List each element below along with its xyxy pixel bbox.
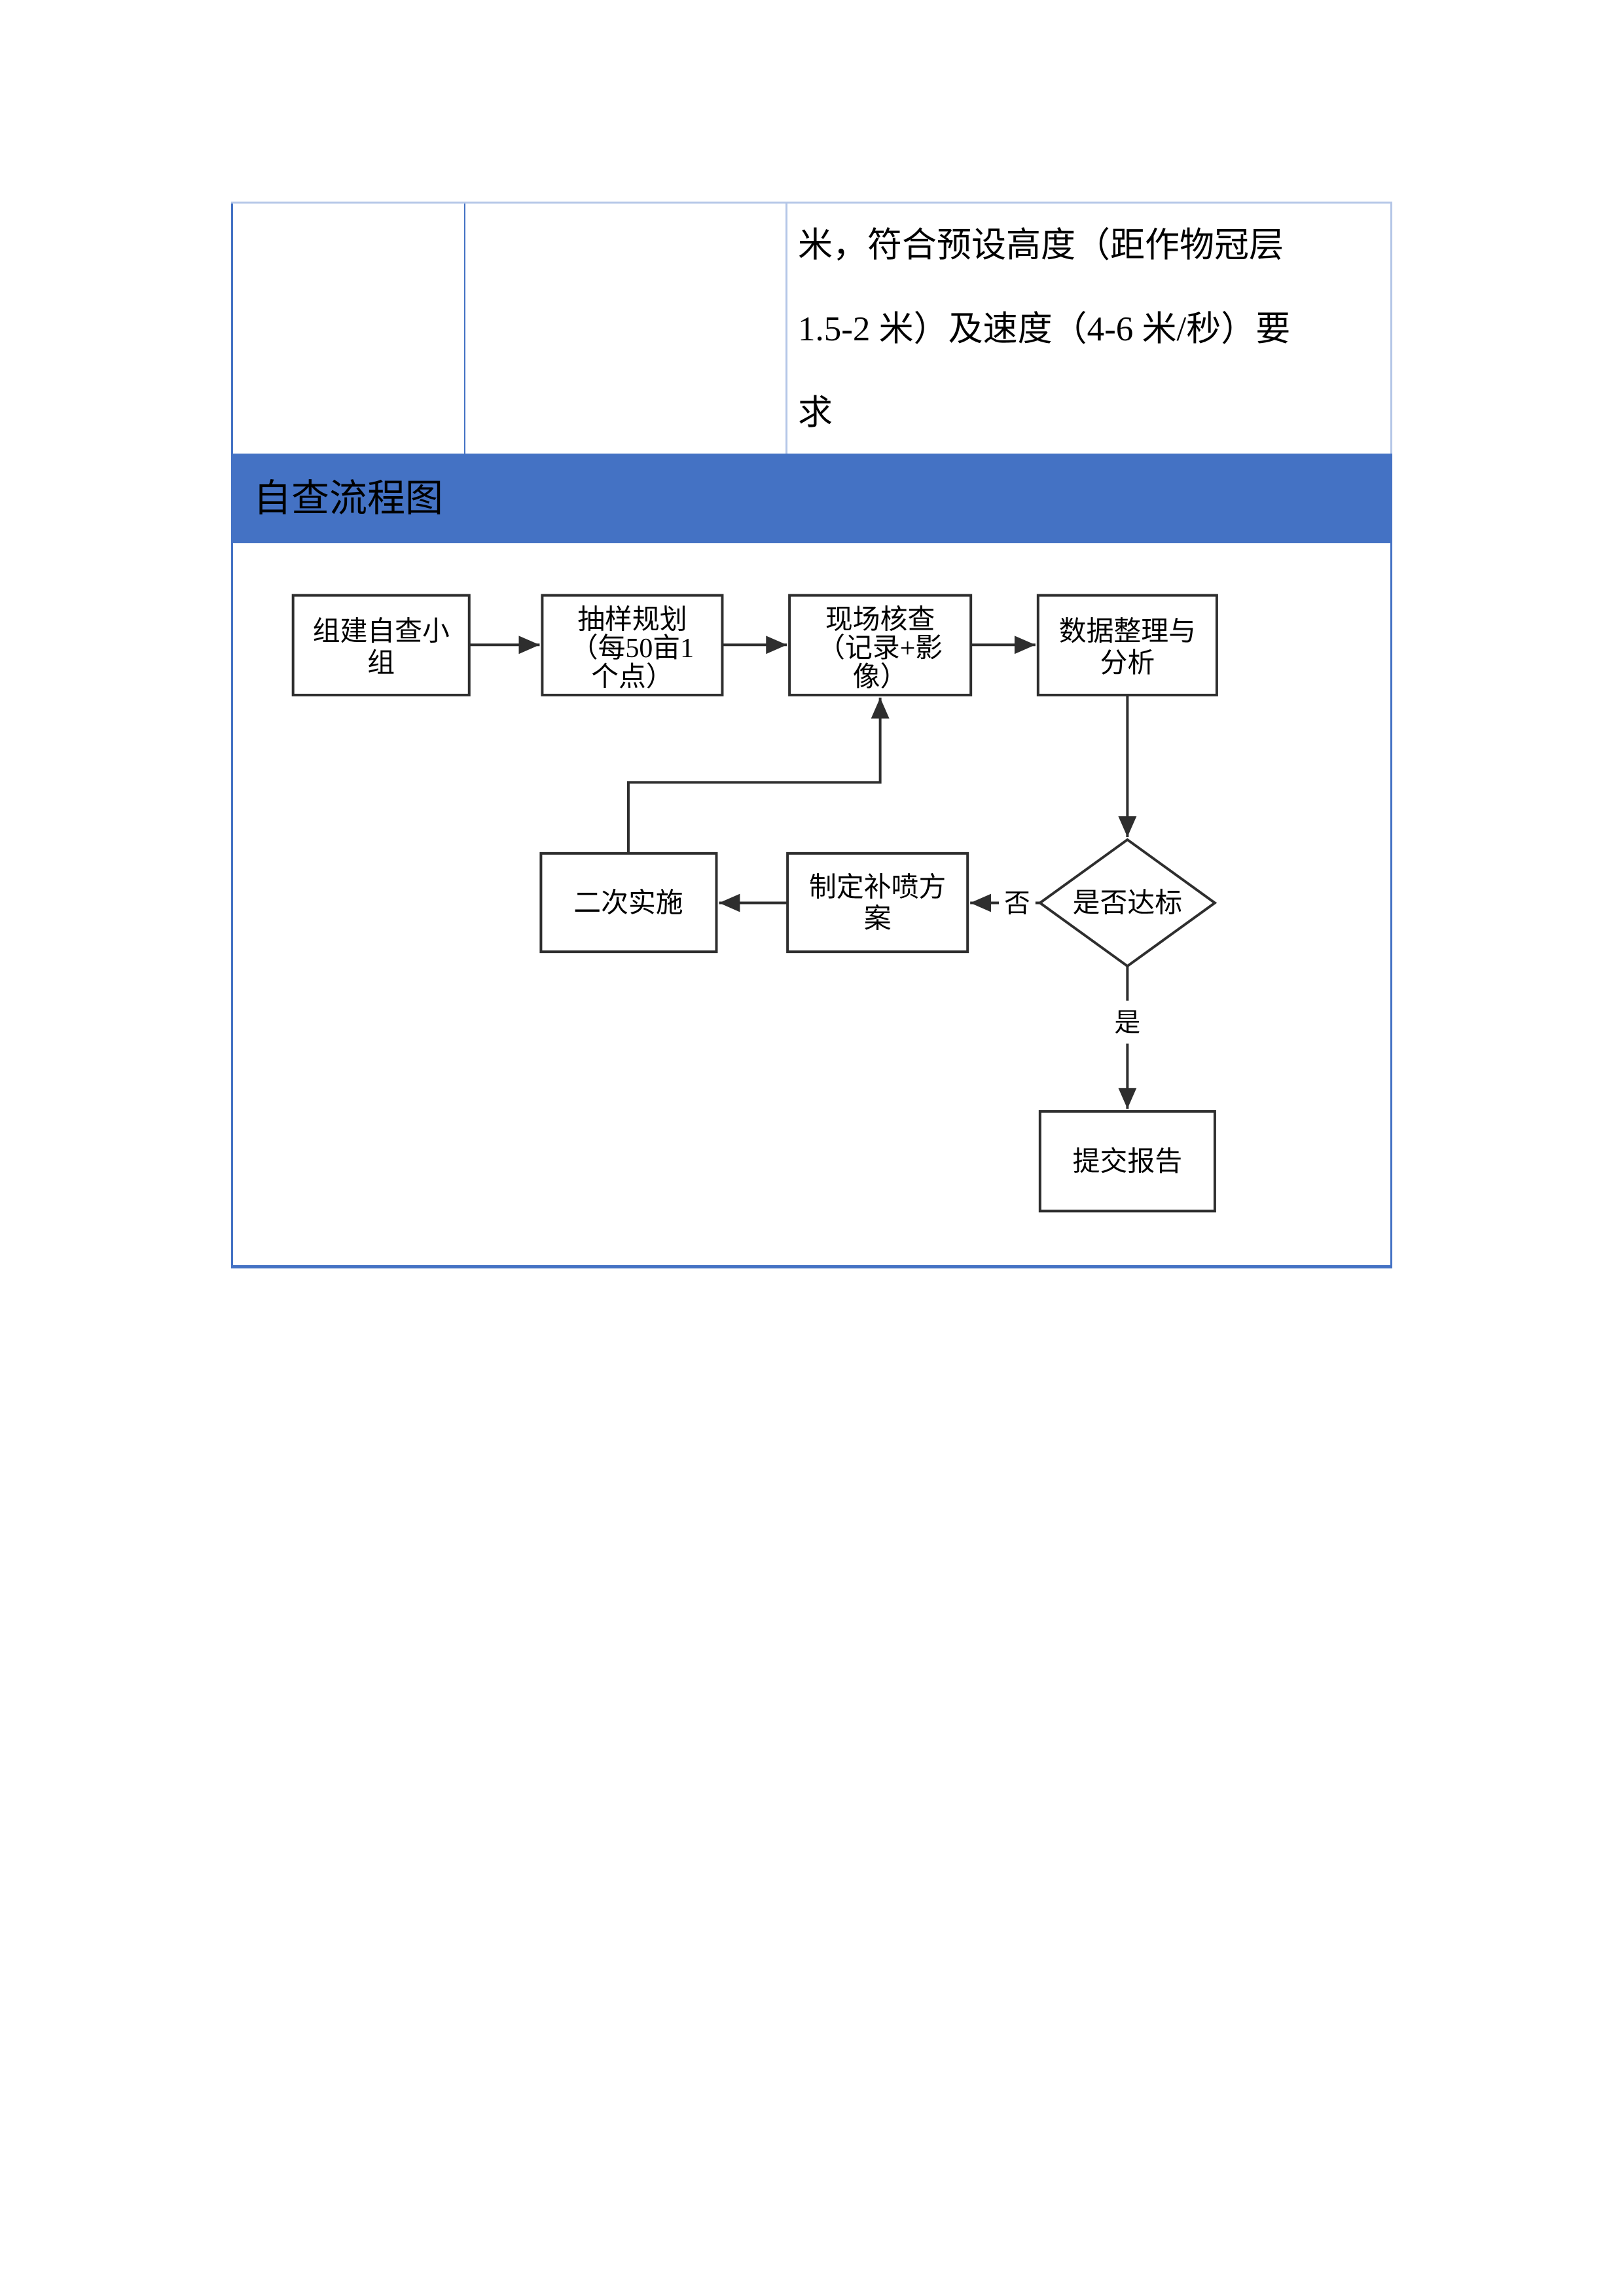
flow-node-analyze: 数据整理与 分析: [1036, 594, 1218, 696]
table-cell-empty-2: [465, 204, 787, 454]
team-label-line1: 组建自查小: [313, 617, 450, 647]
plan-box: [786, 852, 969, 954]
branch-no-bg: [999, 880, 1036, 925]
branch-label-no: 否: [999, 880, 1036, 925]
report-box: [1038, 1110, 1216, 1213]
table-cell-requirement-text: 米，符合预设高度（距作物冠层 1.5-2 米）及速度（4-6 米/秒）要 求: [787, 204, 1390, 454]
plan-label-line2: 案: [864, 903, 892, 934]
flow-node-plan: 制定补喷方 案: [786, 852, 969, 954]
branch-yes-bg: [1109, 1000, 1146, 1044]
arrow-second-back-to-inspect: [626, 697, 890, 853]
inspect-label-line2: （记录+影: [818, 634, 943, 664]
decision-label: 是否达标: [1073, 888, 1182, 918]
sampling-label-line2: （每50亩1: [571, 633, 694, 664]
inspect-label-line1: 现场核查: [825, 605, 935, 635]
sampling-label-line1: 抽样规划: [577, 605, 687, 635]
sampling-label-line3: 个点）: [591, 662, 674, 692]
second-pass-label: 二次实施: [573, 888, 683, 918]
inspect-box: [788, 594, 973, 696]
second-pass-box: [539, 852, 718, 954]
analyze-box: [1036, 594, 1218, 696]
doc-table: 米，符合预设高度（距作物冠层 1.5-2 米）及速度（4-6 米/秒）要 求 自…: [231, 202, 1392, 1268]
section-header-bar: 自查流程图: [231, 454, 1392, 543]
requirement-line-1: 米，符合预设高度（距作物冠层: [798, 226, 1284, 264]
sampling-box: [541, 594, 724, 696]
requirement-line-2: 1.5-2 米）及速度（4-6 米/秒）要: [798, 310, 1291, 348]
team-label-line2: 组: [367, 649, 395, 679]
branch-label-yes: 是: [1109, 1000, 1146, 1044]
analyze-label-line1: 数据整理与: [1059, 617, 1196, 647]
flow-node-team: 组建自查小 组: [291, 594, 471, 696]
requirement-line-3: 求: [798, 394, 833, 432]
plan-label-line1: 制定补喷方: [809, 872, 946, 903]
analyze-label-line2: 分析: [1100, 649, 1155, 679]
table-row-requirements: 米，符合预设高度（距作物冠层 1.5-2 米）及速度（4-6 米/秒）要 求: [231, 202, 1392, 454]
flow-node-decision: 是否达标: [1038, 838, 1218, 968]
flow-node-inspect: 现场核查 （记录+影 像）: [788, 594, 973, 696]
branch-no-text: 否: [1004, 888, 1030, 918]
report-label: 提交报告: [1073, 1147, 1182, 1177]
table-cell-empty-1: [231, 204, 465, 454]
flowchart-cell: 组建自查小 组 抽样规划 （每50亩1 个点） 现场核查 （记录+影 像）: [231, 543, 1392, 1268]
decision-diamond: [1038, 838, 1218, 968]
team-box: [291, 594, 471, 696]
self-check-flowchart: 组建自查小 组 抽样规划 （每50亩1 个点） 现场核查 （记录+影 像）: [291, 594, 1218, 1213]
branch-yes-text: 是: [1114, 1008, 1140, 1037]
section-title: 自查流程图: [253, 477, 444, 520]
flow-node-sampling: 抽样规划 （每50亩1 个点）: [541, 594, 724, 696]
flow-node-second-pass: 二次实施: [539, 852, 718, 954]
flow-node-report: 提交报告: [1038, 1110, 1216, 1213]
inspect-label-line3: 像）: [853, 662, 908, 692]
